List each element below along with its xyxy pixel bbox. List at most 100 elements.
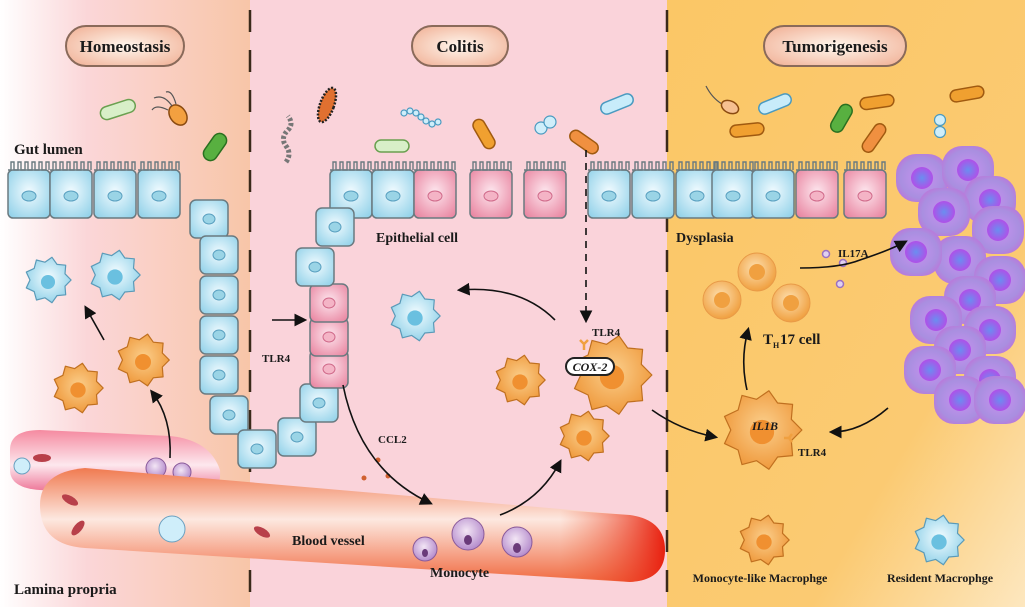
red-blood-cell [253, 526, 271, 538]
blood-vessel-main [40, 468, 665, 582]
crypt-epithelial-cell [199, 315, 239, 355]
dysplasia-label: Dysplasia [676, 231, 734, 246]
ccl2-label: CCL2 [378, 434, 407, 446]
bacterium [374, 139, 410, 153]
lymphocyte [158, 515, 186, 543]
epithelial-cell [137, 161, 181, 219]
resident-macrophage [25, 256, 72, 304]
bacterium [316, 86, 338, 124]
arrow-vessel-to-macrophage [150, 389, 171, 459]
tlr4-tumor-label: TLR4 [798, 447, 827, 459]
intestinal-crypt [189, 199, 355, 469]
inflamed-epithelial-cell [523, 161, 567, 219]
tumor-cell [934, 376, 986, 424]
tlr4-crypt-label: TLR4 [262, 353, 291, 365]
title-homeostasis: Homeostasis [80, 37, 171, 56]
crypt-epithelial-cell [199, 275, 239, 315]
arrow-bacteria-to-macrophage [828, 407, 889, 439]
activated-macrophage-il1b [723, 390, 803, 470]
title-tumorigenesis: Tumorigenesis [782, 37, 888, 56]
tlr4-receptor-icon [784, 433, 793, 443]
tumor-cell [934, 236, 986, 284]
title-colitis: Colitis [436, 37, 484, 56]
monocyte-label: Monocyte [430, 566, 489, 581]
diplococcus [534, 115, 557, 135]
bacterium [569, 129, 599, 155]
epithelial-cell [7, 161, 51, 219]
epithelial-cell [371, 161, 415, 219]
inflamed-epithelial-cell [843, 161, 887, 219]
crypt-epithelial-cell [189, 199, 229, 239]
cox2-gene-tag: COX-2 [565, 357, 615, 376]
bacterium [758, 93, 792, 115]
arrow-to-resident [456, 282, 556, 321]
arrow-macrophage-differentiation [84, 305, 105, 341]
legend-monocyte-like-icon [739, 514, 790, 566]
epithelium-layer [7, 161, 887, 219]
title-pill-colitis: Colitis [411, 25, 509, 67]
monocyte-like-macrophage [53, 362, 104, 414]
monocyte-like-macrophage [495, 354, 546, 406]
chain-bacterium [280, 114, 294, 164]
crypt-epithelial-cell [209, 395, 249, 435]
cox2-label: COX-2 [573, 360, 608, 374]
red-blood-cell [33, 454, 51, 462]
epithelial-cell [49, 161, 93, 219]
crypt-inflamed-cell [309, 317, 349, 357]
macrophages [25, 249, 803, 470]
tumor-cell [918, 188, 970, 236]
bacterium [729, 122, 765, 138]
bacterium [99, 98, 137, 121]
tlr4-receptor-icon [579, 339, 589, 350]
legend-resident-icon [914, 514, 965, 566]
crypt-epithelial-cell [299, 383, 339, 423]
th17-cell-label: T H 17 cell [763, 332, 820, 350]
bacterium [829, 103, 853, 133]
crypt-epithelial-cell [199, 355, 239, 395]
monocyte-like-macrophage [559, 410, 610, 462]
th17-label-rest: 17 cell [780, 332, 820, 348]
epithelial-cell [93, 161, 137, 219]
bacterium [472, 118, 496, 150]
monocyte-cell [501, 526, 533, 558]
il17a-label: IL17A [838, 248, 869, 260]
th17-label-t: T [763, 332, 773, 348]
epithelial-cell [587, 161, 631, 219]
tumor-cell-cluster [890, 146, 1025, 424]
tumor-cell [974, 376, 1025, 424]
gut-lumen-label: Gut lumen [14, 142, 83, 158]
crypt-epithelial-cell [277, 417, 317, 457]
red-blood-cell [61, 494, 79, 506]
monocyte-like-macrophage [117, 333, 170, 387]
activated-macrophage-cox2 [573, 335, 653, 415]
monocyte-cell [451, 517, 485, 551]
legend-resident-label: Resident Macrophge [887, 571, 994, 585]
epithelial-cell [751, 161, 795, 219]
epithelial-cell [631, 161, 675, 219]
inflamed-epithelial-cell [795, 161, 839, 219]
arrow-ccl2-recruitment [342, 384, 433, 505]
title-pill-homeostasis: Homeostasis [65, 25, 185, 67]
arrow-colitis-to-tumor [651, 409, 719, 442]
epithelial-cell [675, 161, 719, 219]
arrow-monocyte-to-macrophage [499, 459, 562, 516]
blood-vessel-label: Blood vessel [292, 534, 365, 549]
inflamed-epithelial-cell [413, 161, 457, 219]
bacterium [861, 123, 887, 153]
crypt-epithelial-cell [199, 235, 239, 275]
th17-label-sub: H [773, 341, 780, 350]
tumor-cell [890, 228, 942, 276]
flagellate-bacterium [705, 85, 723, 105]
inflamed-epithelial-cell [469, 161, 513, 219]
epithelial-cell [711, 161, 755, 219]
lymphocyte [13, 457, 31, 475]
arrows [84, 150, 908, 516]
tlr4-colitis-label: TLR4 [592, 327, 621, 339]
bacterium [859, 93, 895, 111]
flagella [151, 91, 177, 111]
flagellate-body [720, 99, 740, 115]
th17-cells [702, 252, 811, 323]
resident-macrophage [90, 249, 141, 301]
